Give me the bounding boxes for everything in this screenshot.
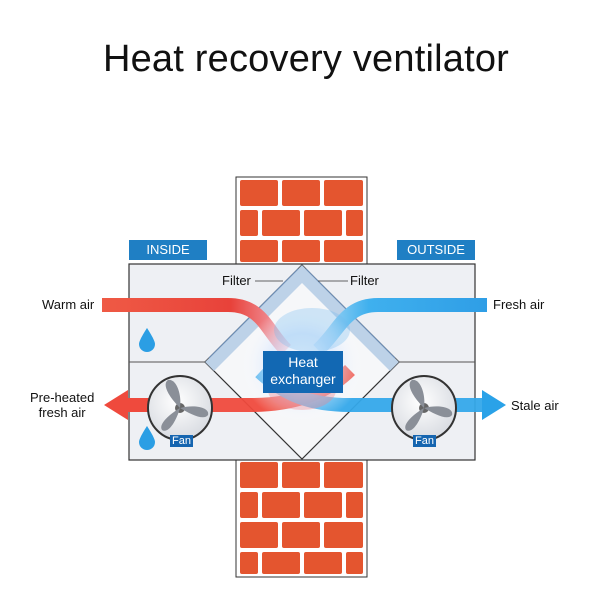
page-title: Heat recovery ventilator xyxy=(102,38,510,80)
filter-left-label: Filter xyxy=(222,273,251,288)
preheated-air-label: Pre-heated fresh air xyxy=(30,390,94,420)
heat-exchanger-line1: Heat xyxy=(288,354,318,370)
preheated-air-label-line1: Pre-heated xyxy=(30,390,95,405)
filter-right-label: Filter xyxy=(350,273,379,288)
preheated-air-label-line2: fresh air xyxy=(38,405,86,420)
arrow-left-icon xyxy=(104,390,128,420)
arrow-right-icon xyxy=(482,390,506,420)
water-drop-icon xyxy=(139,426,155,450)
fan-icon xyxy=(391,375,457,441)
stale-air-label: Stale air xyxy=(511,398,559,413)
heat-exchanger-line2: exchanger xyxy=(270,371,336,387)
fan-left-label: Fan xyxy=(170,435,193,447)
brick-wall-top xyxy=(235,176,368,265)
warm-air-label: Warm air xyxy=(42,297,95,312)
fan-icon xyxy=(147,375,213,441)
outside-label: OUTSIDE xyxy=(397,240,475,260)
brick-wall-bottom xyxy=(235,458,368,578)
heat-exchanger-label: Heat exchanger xyxy=(263,351,343,393)
fan-right-label: Fan xyxy=(413,435,436,447)
water-drop-icon xyxy=(139,328,155,352)
fresh-air-label: Fresh air xyxy=(493,297,545,312)
inside-label: INSIDE xyxy=(129,240,207,260)
